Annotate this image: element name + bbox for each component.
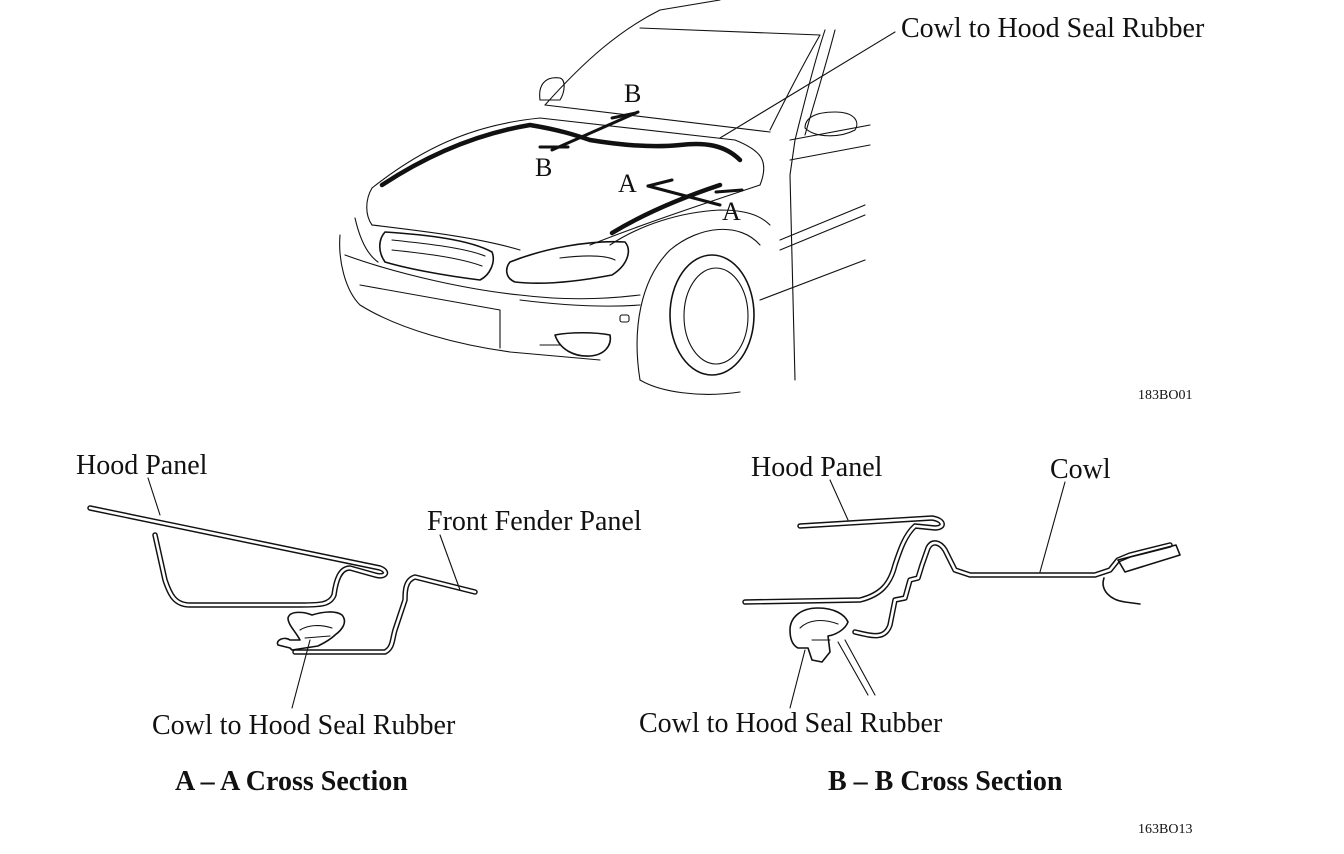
figure-code-bottom: 163BO13 [1138, 822, 1192, 837]
section-marker-a-right: A [722, 197, 741, 226]
aa-seal-label: Cowl to Hood Seal Rubber [152, 710, 456, 741]
section-aa-drawing [87, 477, 478, 709]
aa-hood-panel-label: Hood Panel [76, 450, 208, 481]
aa-front-fender-label: Front Fender Panel [427, 506, 642, 537]
car-illustration [339, 0, 896, 395]
bb-seal-label: Cowl to Hood Seal Rubber [639, 708, 943, 739]
section-bb-drawing [742, 479, 1181, 709]
section-marker-a-left: A [618, 169, 637, 198]
section-marker-b-top: B [624, 79, 641, 108]
section-marker-b-bottom: B [535, 153, 552, 182]
bb-hood-panel-label: Hood Panel [751, 452, 883, 483]
figure-code-top: 183BO01 [1138, 388, 1192, 403]
bb-cowl-label: Cowl [1050, 454, 1111, 485]
bb-section-caption: B – B Cross Section [828, 766, 1063, 797]
aa-section-caption: A – A Cross Section [175, 766, 408, 797]
seal-callout-label: Cowl to Hood Seal Rubber [901, 13, 1205, 44]
